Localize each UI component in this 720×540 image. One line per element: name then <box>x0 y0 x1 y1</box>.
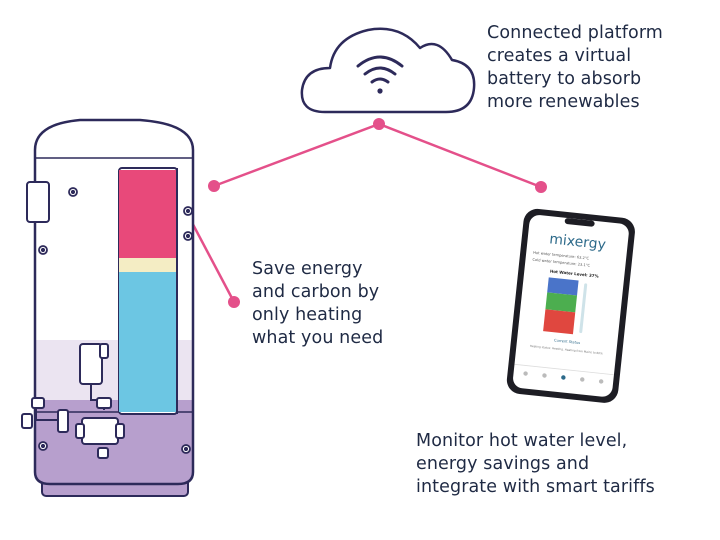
caption-cloud-line: battery to absorb <box>487 69 642 89</box>
caption-cloud-line: creates a virtual <box>487 46 632 66</box>
caption-phone-line: energy savings and <box>416 454 590 474</box>
caption-tank-line: Save energy <box>252 259 363 279</box>
caption-tank-line: only heating <box>252 305 363 325</box>
smartphone: mixergy Hot water temperature: 63.2°C Co… <box>506 208 635 403</box>
phone-tank-graphic <box>543 277 588 335</box>
connection-dots <box>208 118 547 308</box>
caption-tank: Save energy and carbon by only heating w… <box>252 258 383 350</box>
phone-status: Current Status <box>554 338 580 345</box>
caption-cloud: Connected platform creates a virtual bat… <box>487 22 663 114</box>
caption-tank-line: and carbon by <box>252 282 380 302</box>
phone-brand: mixergy <box>549 231 607 253</box>
valve-assembly <box>21 343 125 459</box>
phone-level: Hot Water Level: 37% <box>550 269 599 279</box>
connection-lines <box>186 122 542 303</box>
caption-phone-line: Monitor hot water level, <box>416 431 628 451</box>
caption-phone: Monitor hot water level, energy savings … <box>416 430 655 499</box>
phone-cold-temp: Cold water temperature: 23.1°C <box>532 258 590 268</box>
caption-cloud-line: Connected platform <box>487 23 663 43</box>
control-panel <box>26 181 50 223</box>
water-level-cylinder <box>118 167 178 415</box>
caption-phone-line: integrate with smart tariffs <box>416 477 655 497</box>
phone-hot-temp: Hot water temperature: 63.2°C <box>533 251 590 261</box>
phone-info: Heating status: Heating. Heating from Ma… <box>530 344 604 356</box>
caption-tank-line: what you need <box>252 328 384 348</box>
bolt-icons <box>38 187 193 454</box>
wifi-icon <box>356 55 404 94</box>
water-tank <box>21 118 195 497</box>
caption-cloud-line: more renewables <box>487 92 640 112</box>
phone-nav-icons <box>523 371 604 384</box>
